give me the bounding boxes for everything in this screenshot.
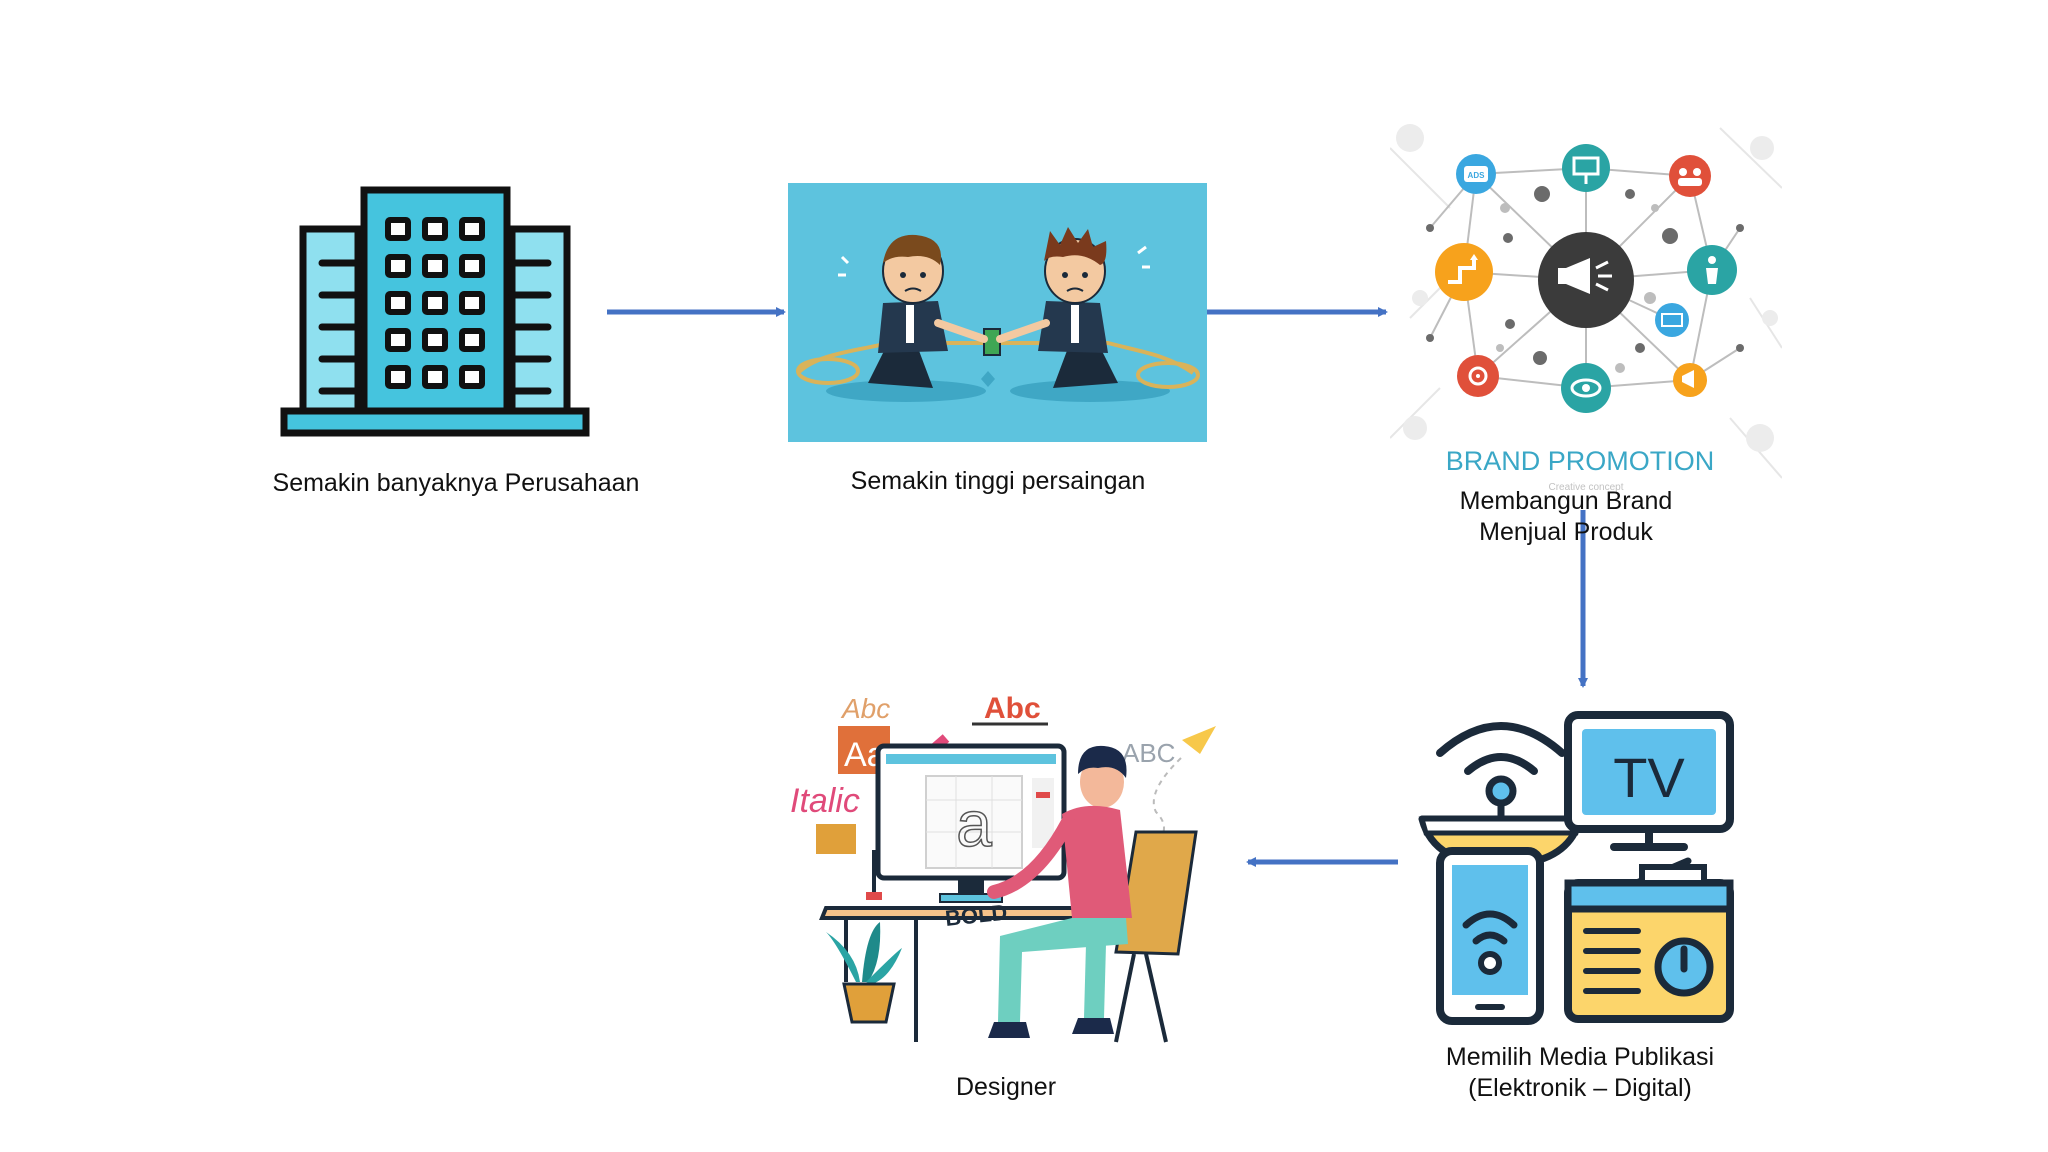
left-businessman: [838, 234, 988, 388]
book-icon: [1655, 303, 1689, 337]
plant-icon: [826, 922, 902, 1024]
radio-icon: [1564, 857, 1734, 1023]
target-icon: [1457, 355, 1499, 397]
brand-caption-line1: Membangun Brand: [1459, 487, 1673, 515]
text-bold: BOLD: [944, 900, 1009, 931]
text-a: a: [956, 788, 992, 860]
media-caption-line2: (Elektronik – Digital): [1468, 1074, 1692, 1102]
folder-icon: [816, 824, 856, 854]
tv-icon: TV: [1564, 711, 1734, 851]
text-italic: Italic: [790, 782, 860, 820]
brand-caption-line2: Menjual Produk: [1479, 518, 1653, 546]
presentation-icon: [1562, 144, 1610, 192]
megaphone-small-icon: [1673, 363, 1707, 397]
eye-icon: [1561, 363, 1611, 413]
text-abc-script: Abc: [840, 693, 890, 724]
designer-person: [987, 745, 1132, 1038]
building-caption: Semakin banyaknya Perusahaan: [272, 469, 640, 497]
brand-promotion-subtitle: Creative concept: [1548, 482, 1623, 493]
designer-illustration: Abc Aa Abc Italic ABC a BOLD: [790, 692, 1216, 1043]
svg-text:ADS: ADS: [1468, 171, 1486, 180]
paper-plane-icon: [1182, 726, 1216, 754]
right-businessman: [996, 227, 1150, 388]
ads-icon: ADS: [1456, 154, 1496, 194]
satellite-dish-icon: [1418, 722, 1584, 869]
brand-promotion-graphic: ADS BRAND PROMOTION Creative con: [1390, 118, 1782, 510]
person-idea-icon: [1687, 245, 1737, 295]
text-abc-red: Abc: [984, 692, 1041, 725]
building-icon: [280, 186, 590, 437]
media-caption-line1: Memilih Media Publikasi: [1445, 1043, 1715, 1071]
competition-illustration: [788, 183, 1207, 442]
competition-caption: Semakin tinggi persaingan: [850, 467, 1146, 495]
tv-label: TV: [1613, 746, 1685, 809]
text-abc-caps: ABC: [1122, 738, 1175, 768]
team-icon: [1669, 155, 1711, 197]
brand-promotion-title: BRAND PROMOTION: [1446, 446, 1715, 476]
media-publication-icon: TV: [1418, 711, 1734, 1025]
smartphone-icon: [1436, 847, 1544, 1025]
designer-caption: Designer: [955, 1073, 1057, 1101]
growth-icon: [1435, 243, 1493, 301]
